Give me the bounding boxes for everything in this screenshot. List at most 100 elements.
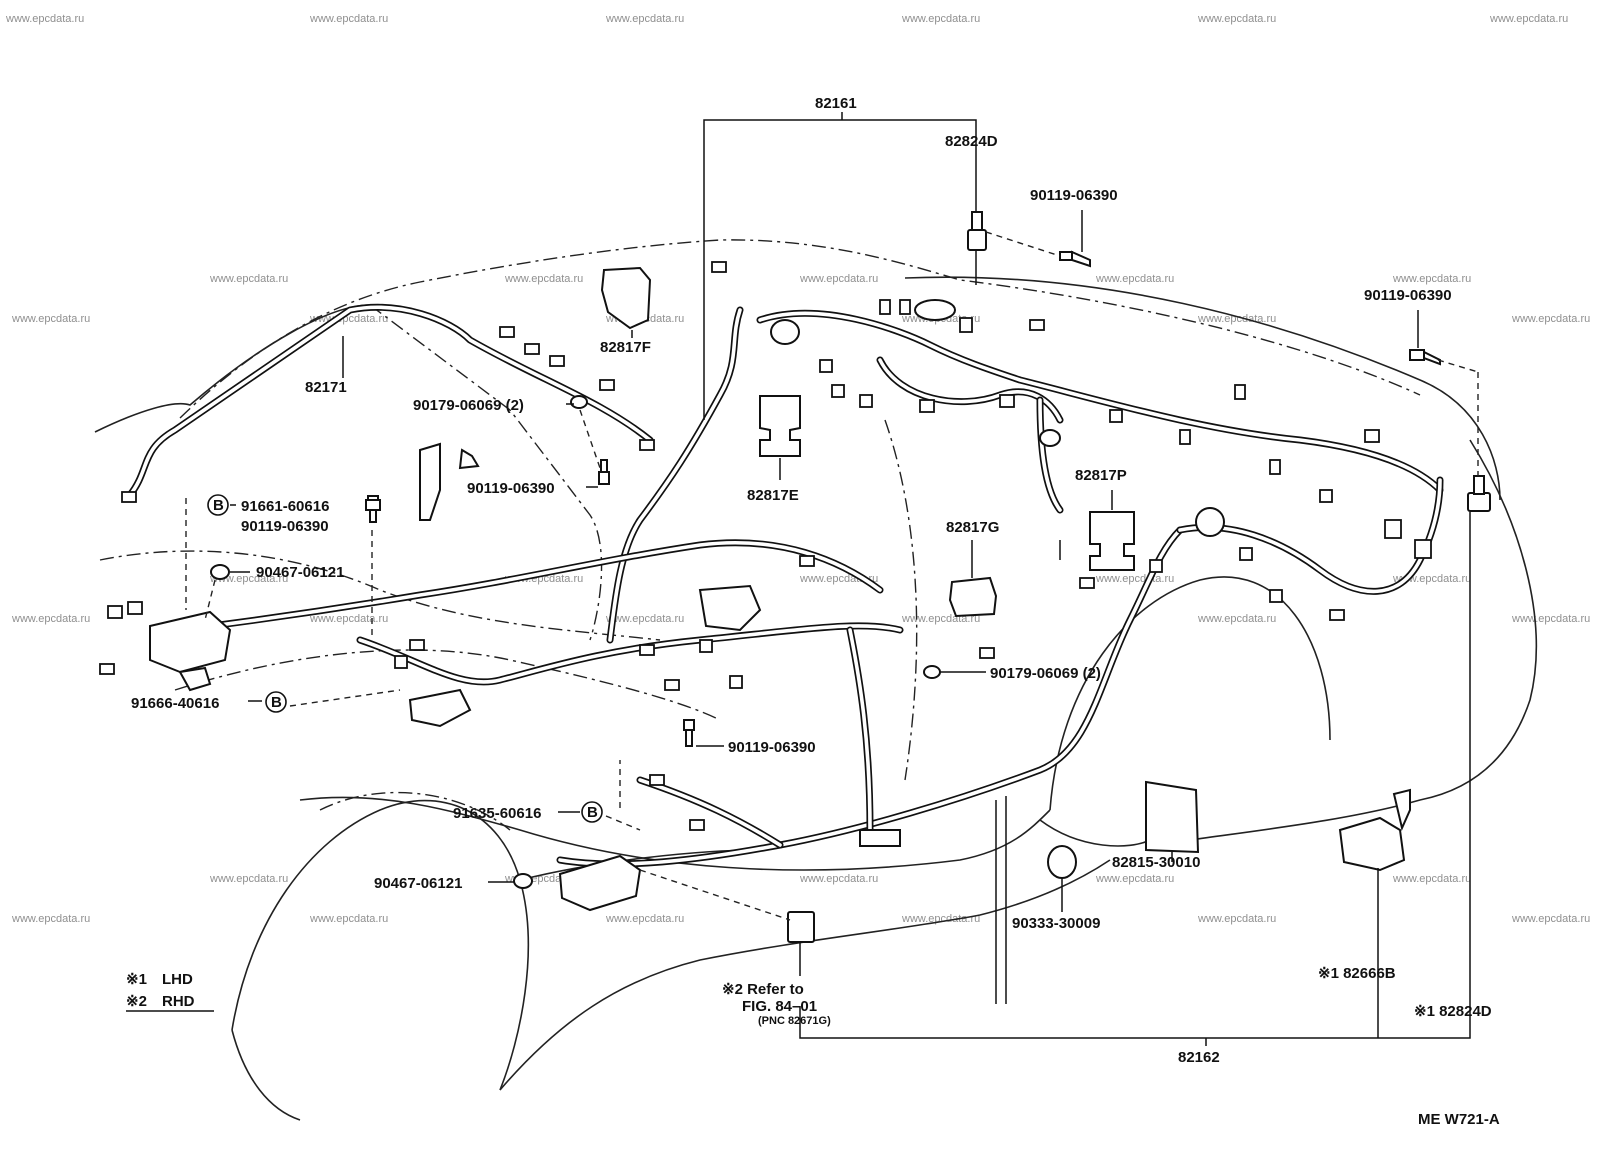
label-91666-40616: 91666-40616: [131, 695, 219, 712]
connector: [999, 394, 1015, 408]
legend-mark-1: ※1: [126, 971, 147, 988]
watermark: www.epcdata.ru: [605, 913, 684, 925]
junction-bracket-left: [178, 666, 212, 692]
watermark: www.epcdata.ru: [1095, 273, 1174, 285]
diagram-id: ME W721-A: [1418, 1111, 1500, 1128]
refer-note-line2: FIG. 84–01: [742, 998, 817, 1015]
clip-cowl: [458, 448, 480, 470]
label-90119-06390: 90119-06390: [1030, 187, 1118, 204]
connector: [99, 663, 115, 675]
label-90119-06390: 90119-06390: [241, 518, 329, 535]
nut-90467-06121: [513, 873, 533, 889]
connector: [1384, 519, 1402, 539]
label-82171: 82171: [305, 379, 347, 396]
connector: [919, 399, 935, 413]
bracket-82817g: [948, 576, 998, 618]
console-bracket: [698, 584, 762, 632]
hood-outline: [94, 304, 371, 433]
front-body-line: [99, 550, 661, 641]
connector: [1179, 429, 1191, 445]
watermark: www.epcdata.ru: [1197, 613, 1276, 625]
connector: [549, 355, 565, 367]
connector: [524, 343, 540, 355]
pillar-bracket: [419, 442, 441, 521]
legend-mark-2: ※2: [126, 993, 147, 1010]
watermark: www.epcdata.ru: [309, 913, 388, 925]
bracket-82817p: [1089, 511, 1135, 571]
rear-wheel-arch: [1049, 576, 1331, 811]
connector: [1269, 589, 1283, 603]
watermark: www.epcdata.ru: [605, 13, 684, 25]
tag-b: B: [581, 801, 603, 823]
front-fender-phantom: [319, 791, 511, 831]
watermark: www.epcdata.ru: [1095, 873, 1174, 885]
connector: [1239, 547, 1253, 561]
connector: [699, 639, 713, 653]
clip-90179-06069: [570, 395, 588, 409]
bolt-90119-06390: [683, 719, 695, 747]
car-body-outline: [94, 239, 1538, 1121]
label-90333-30009: 90333-30009: [1012, 915, 1100, 932]
watermark: www.epcdata.ru: [1489, 13, 1568, 25]
connector: [639, 644, 655, 656]
connector-82824d-top: [967, 229, 987, 251]
connector: [107, 605, 123, 619]
clip-90179-06069: [923, 665, 941, 679]
label-90119-06390: 90119-06390: [1364, 287, 1452, 304]
legend-text-lhd: LHD: [162, 971, 193, 988]
svg-text:B: B: [271, 694, 282, 711]
watermark: www.epcdata.ru: [1392, 273, 1471, 285]
label-82824d-bottom: ※1 82824D: [1414, 1003, 1492, 1020]
rear-body-outline: [904, 276, 1501, 501]
connector: [1149, 559, 1163, 573]
tag-b: B: [265, 691, 287, 713]
connector: [1079, 577, 1095, 589]
svg-text:B: B: [213, 497, 224, 514]
legend: ※1 LHD ※2 RHD: [126, 971, 195, 1010]
relay-82666b-tab: [1392, 788, 1411, 832]
junction-block-left: [149, 610, 232, 674]
connectors: [99, 261, 1432, 831]
connector: [711, 261, 727, 273]
connector: [899, 299, 911, 315]
connector: [1319, 489, 1333, 503]
connector: [121, 491, 137, 503]
screw-91661-60616: [365, 499, 381, 511]
connector: [639, 439, 655, 451]
grommet: [1039, 429, 1061, 447]
legend-text-rhd: RHD: [162, 993, 195, 1010]
watermark: www.epcdata.ru: [209, 573, 288, 585]
connector: [831, 384, 845, 398]
connector-82824d-right-tip: [1473, 475, 1485, 495]
label-82817p: 82817P: [1075, 467, 1127, 484]
svg-text:B: B: [587, 804, 598, 821]
windshield-outline: [369, 304, 603, 641]
label-82162: 82162: [1178, 1049, 1220, 1066]
tag-b: B: [207, 494, 229, 516]
watermark: www.epcdata.ru: [1095, 573, 1174, 585]
relay-82666b: [1338, 816, 1406, 872]
label-90467-06121: 90467-06121: [256, 564, 344, 581]
label-82817f: 82817F: [600, 339, 651, 356]
connector: [1329, 609, 1345, 621]
wire-floor-branch: [636, 776, 784, 849]
watermark: www.epcdata.ru: [605, 613, 684, 625]
bracket-82817f: [600, 266, 652, 330]
connector: [409, 639, 425, 651]
connector: [1029, 319, 1045, 331]
watermark: www.epcdata.ru: [209, 273, 288, 285]
label-82817e: 82817E: [747, 487, 799, 504]
nut-90467-06121: [210, 564, 230, 580]
grommet: [1195, 507, 1225, 537]
label-82815-30010: 82815-30010: [1112, 854, 1200, 871]
roof-outline: [179, 239, 1421, 419]
connector: [879, 299, 891, 315]
kick-bracket: [408, 688, 472, 728]
watermark: www.epcdata.ru: [1197, 13, 1276, 25]
refer-note-line1: ※2 Refer to: [722, 981, 804, 998]
label-90119-06390: 90119-06390: [467, 480, 555, 497]
connector: [979, 647, 995, 659]
connector: [499, 326, 515, 338]
connector: [729, 675, 743, 689]
